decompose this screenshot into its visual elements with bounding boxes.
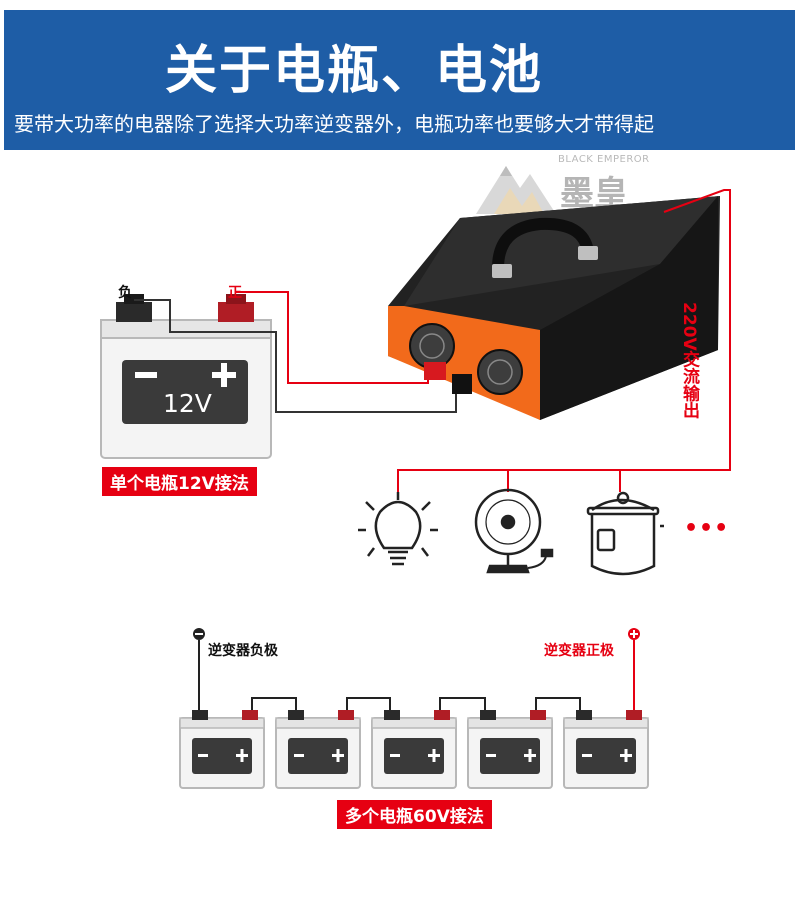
- single-battery-caption: 单个电瓶12V接法: [102, 467, 257, 496]
- minus-sign-icon: [135, 372, 157, 378]
- header-banner: 关于电瓶、电池 要带大功率的电器除了选择大功率逆变器外，电瓶功率也要够大才带得起: [4, 10, 795, 150]
- battery-negative-terminal-icon: [384, 710, 400, 720]
- battery-negative-terminal-icon: [480, 710, 496, 720]
- battery-unit: [179, 710, 265, 789]
- battery-series-links: [251, 697, 581, 712]
- ac-output-label: 220V交流输出: [679, 302, 699, 419]
- inverter-positive-label: 逆变器正极: [544, 643, 614, 659]
- fan-grille-icon: [477, 349, 523, 395]
- handle-icon: [492, 217, 594, 269]
- inverter-negative-label: 逆变器负极: [208, 643, 278, 659]
- battery-negative-terminal-icon: [576, 710, 592, 720]
- fan-grille-icon: [409, 323, 455, 369]
- negative-label: 负: [118, 285, 132, 301]
- multi-battery-caption: 多个电瓶60V接法: [337, 800, 492, 829]
- positive-label: 正: [228, 285, 242, 301]
- battery-positive-terminal-icon: [434, 710, 450, 720]
- battery-positive-terminal-icon: [530, 710, 546, 720]
- battery-positive-terminal-icon: [626, 710, 642, 720]
- battery-unit: [275, 710, 361, 789]
- battery-unit: [371, 710, 457, 789]
- more-appliances-ellipsis: •••: [684, 516, 730, 541]
- brand-name-en: BLACK EMPEROR: [558, 154, 650, 165]
- battery-positive-terminal-icon: [338, 710, 354, 720]
- battery-positive-terminal-icon: [242, 710, 258, 720]
- mountain-logo-icon: [476, 166, 556, 214]
- brand-logo: BLACK EMPEROR 墨皇: [472, 152, 662, 218]
- light-bulb-icon: [358, 492, 438, 566]
- battery-row: [179, 710, 649, 789]
- inverter: [388, 196, 720, 420]
- multi-battery-negative-lead: [193, 628, 205, 712]
- multi-battery-positive-lead: [628, 628, 640, 712]
- ac-output-wires: [397, 189, 731, 496]
- page-title: 关于电瓶、电池: [164, 41, 543, 101]
- rice-cooker-icon: [586, 491, 664, 576]
- single-battery: [100, 294, 272, 459]
- battery-negative-terminal-icon: [288, 710, 304, 720]
- battery-voltage: 12V: [163, 389, 212, 418]
- page-subtitle: 要带大功率的电器除了选择大功率逆变器外，电瓶功率也要够大才带得起: [14, 112, 654, 136]
- positive-terminal-icon: [218, 294, 254, 322]
- battery-unit: [563, 710, 649, 789]
- fan-icon: [474, 488, 554, 574]
- battery-negative-terminal-icon: [192, 710, 208, 720]
- battery-unit: [467, 710, 553, 789]
- negative-post-icon: [452, 374, 472, 394]
- positive-post-icon: [424, 362, 446, 380]
